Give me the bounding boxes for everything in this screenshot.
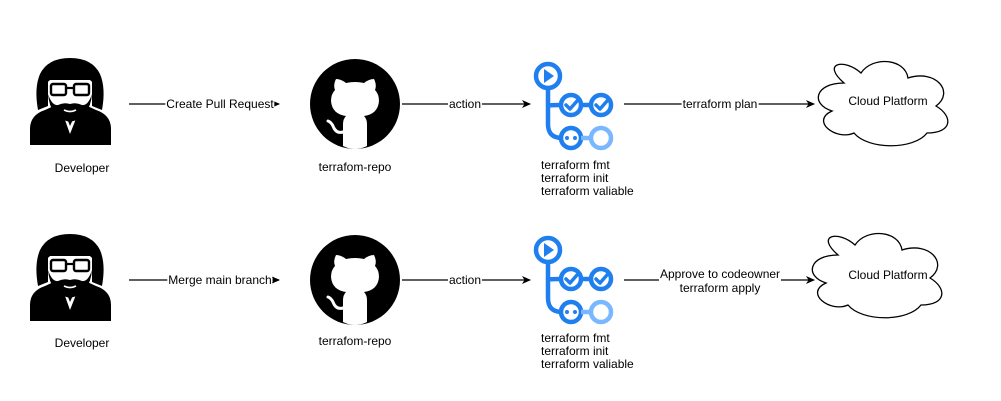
edge3-label: Approve to codeowner terraform apply xyxy=(658,267,782,295)
github-icon xyxy=(308,233,402,327)
action-steps: terraform fmt terraform init terraform v… xyxy=(541,159,634,198)
edge1-label: Merge main branch xyxy=(167,273,273,287)
edge1-label: Create Pull Request xyxy=(165,97,275,111)
edge3-label-line2: terraform apply xyxy=(679,281,761,295)
step-init: terraform init xyxy=(541,344,609,358)
step-init: terraform init xyxy=(541,171,609,185)
github-actions-icon xyxy=(536,64,611,148)
developer-icon xyxy=(28,56,113,147)
edge2-label: action xyxy=(447,273,483,287)
cloud-label: Cloud Platform xyxy=(848,268,928,282)
cloud-label: Cloud Platform xyxy=(848,94,928,108)
repo-label: terrafom-repo xyxy=(318,334,392,348)
step-validate: terraform valiable xyxy=(541,184,634,198)
developer-label: Developer xyxy=(54,161,110,175)
action-steps: terraform fmt terraform init terraform v… xyxy=(541,332,634,371)
repo-label: terrafom-repo xyxy=(318,160,392,174)
step-fmt: terraform fmt xyxy=(541,158,610,172)
edge3-label: terraform plan xyxy=(681,97,759,111)
github-actions-icon xyxy=(536,238,611,322)
github-icon xyxy=(308,57,402,151)
developer-icon xyxy=(28,232,113,323)
step-validate: terraform valiable xyxy=(541,357,634,371)
edge3-label-line1: Approve to codeowner xyxy=(659,267,781,281)
developer-label: Developer xyxy=(54,336,110,350)
edge2-label: action xyxy=(447,97,483,111)
step-fmt: terraform fmt xyxy=(541,331,610,345)
